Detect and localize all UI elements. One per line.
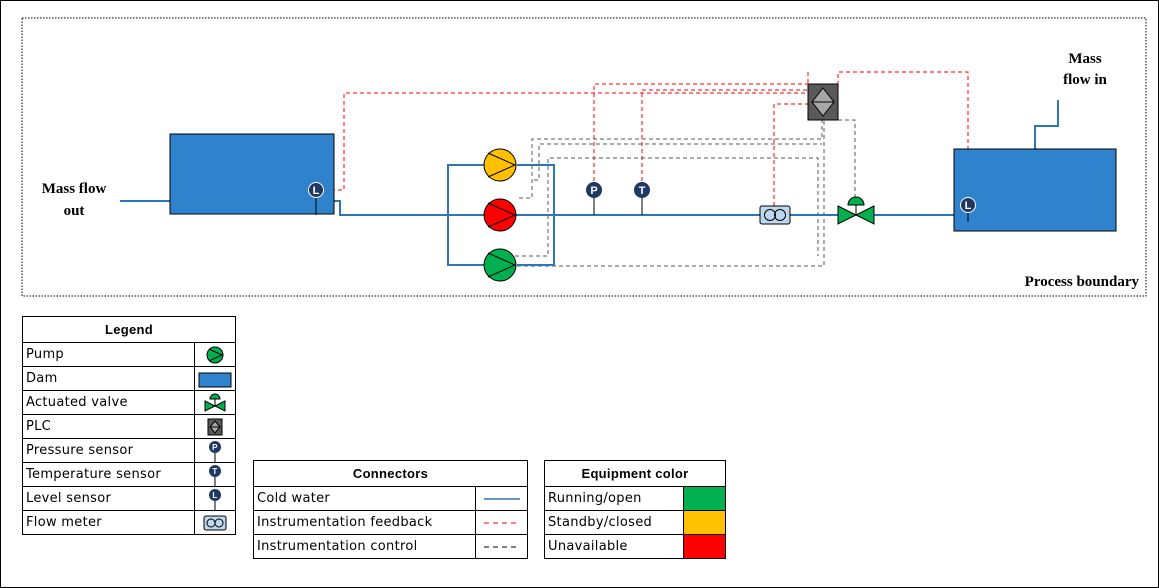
svg-text:L: L — [313, 185, 320, 197]
svg-text:T: T — [212, 467, 217, 476]
connector-label: Instrumentation feedback — [253, 510, 476, 535]
legend-table: Legend Pump Dam Actuated valve PLC Press… — [22, 316, 236, 535]
svg-text:L: L — [212, 491, 217, 500]
legend-label: Pressure sensor — [22, 438, 195, 463]
legend-label: Temperature sensor — [22, 462, 195, 487]
flow-meter-icon — [194, 510, 236, 535]
mass-flow-in-label-line1: Mass — [1068, 51, 1101, 67]
dam-right — [953, 148, 1117, 232]
flow-meter — [759, 205, 791, 225]
svg-text:L: L — [965, 200, 972, 212]
level-sensor-left: L — [308, 182, 324, 215]
svg-text:T: T — [639, 185, 646, 197]
legend-row: Temperature sensor T — [22, 462, 236, 487]
pressure-sensor-icon: P — [194, 438, 236, 463]
equipment-color-label: Unavailable — [544, 534, 684, 559]
pump-icon — [194, 342, 236, 367]
svg-text:P: P — [590, 185, 597, 197]
running-color-swatch — [683, 486, 726, 511]
equipment-color-row: Standby/closed — [544, 510, 726, 535]
standby-color-swatch — [683, 510, 726, 535]
equipment-color-label: Standby/closed — [544, 510, 684, 535]
cold-water-line-sample — [475, 486, 528, 511]
legend-row: Dam — [22, 366, 236, 391]
connectors-title: Connectors — [253, 460, 528, 487]
connector-row: Instrumentation feedback — [253, 510, 528, 535]
legend-label: Actuated valve — [22, 390, 195, 415]
instrumentation-control-lines — [515, 119, 856, 267]
legend-label: Dam — [22, 366, 195, 391]
svg-text:P: P — [212, 443, 218, 452]
dam-left — [169, 133, 335, 215]
level-sensor-right: L — [960, 197, 976, 222]
mass-flow-out-label-line2: out — [64, 203, 85, 219]
temperature-sensor: T — [634, 182, 650, 215]
legend-row: Pressure sensor P — [22, 438, 236, 463]
cold-water-pipes — [120, 100, 1059, 266]
pump-unavailable — [483, 198, 517, 232]
mass-flow-out-label-line1: Mass flow — [42, 181, 107, 197]
temperature-sensor-icon: T — [194, 462, 236, 487]
legend-title: Legend — [22, 316, 236, 343]
legend-label: Level sensor — [22, 486, 195, 511]
pressure-sensor: P — [586, 182, 602, 215]
plc-icon — [194, 414, 236, 439]
level-sensor-icon: L — [194, 486, 236, 511]
equipment-color-label: Running/open — [544, 486, 684, 511]
unavailable-color-swatch — [683, 534, 726, 559]
legend-row: PLC — [22, 414, 236, 439]
legend-row: Actuated valve — [22, 390, 236, 415]
equipment-color-title: Equipment color — [544, 460, 726, 487]
equipment-color-table: Equipment color Running/open Standby/clo… — [544, 460, 726, 559]
process-boundary — [21, 17, 1147, 297]
connector-label: Cold water — [253, 486, 476, 511]
instrumentation-control-line-sample — [475, 534, 528, 559]
equipment-color-row: Running/open — [544, 486, 726, 511]
mass-flow-in-label-line2: flow in — [1063, 72, 1107, 88]
instrumentation-feedback-line-sample — [475, 510, 528, 535]
legend-row: Pump — [22, 342, 236, 367]
equipment-color-row: Unavailable — [544, 534, 726, 559]
connector-row: Cold water — [253, 486, 528, 511]
plc — [807, 83, 839, 121]
dam-icon — [194, 366, 236, 391]
process-boundary-label: Process boundary — [1025, 274, 1140, 290]
legend-row: Flow meter — [22, 510, 236, 535]
process-diagram: L L P T — [21, 17, 1147, 297]
connector-label: Instrumentation control — [253, 534, 476, 559]
pump-standby — [483, 148, 517, 182]
connector-row: Instrumentation control — [253, 534, 528, 559]
actuated-valve — [837, 196, 875, 225]
pump-running — [483, 248, 517, 282]
legend-label: PLC — [22, 414, 195, 439]
legend-label: Pump — [22, 342, 195, 367]
legend-label: Flow meter — [22, 510, 195, 535]
connectors-table: Connectors Cold water Instrumentation fe… — [253, 460, 528, 559]
legend-row: Level sensor L — [22, 486, 236, 511]
actuated-valve-icon — [194, 390, 236, 415]
